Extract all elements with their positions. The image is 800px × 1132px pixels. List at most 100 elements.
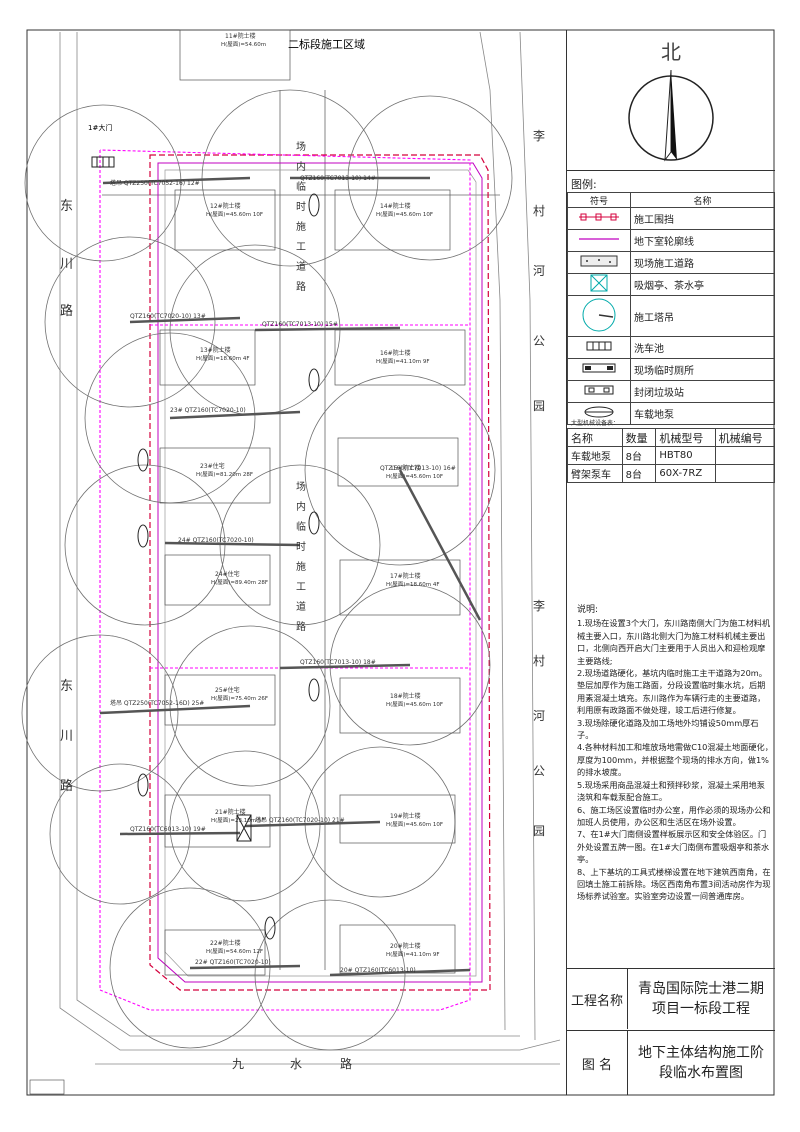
- building-name: 17#院士楼: [390, 572, 421, 580]
- machine-row: 车载地泵 8台 HBT80: [567, 446, 776, 465]
- legend-name: 施工围挡: [630, 207, 775, 230]
- machine-qty: 8台: [621, 464, 657, 483]
- road-west-label: 川: [60, 729, 73, 744]
- building-outline: [159, 447, 271, 504]
- machine-name: 车载地泵: [567, 446, 623, 465]
- building-height: H(屋面)=81.20m 28F: [196, 471, 253, 478]
- building-outline: [174, 189, 276, 251]
- road-east-label: 村: [533, 204, 545, 218]
- crane-label: 24# QTZ160(TC7020-10): [178, 537, 254, 544]
- notes-section: 说明: 1.现场在设置3个大门，东川路南侧大门为施工材料机械主要入口，东川路北侧…: [577, 604, 773, 903]
- basement-outline-inner: [164, 169, 477, 977]
- temp-toilet-icon: [582, 363, 616, 373]
- closed-garbage-icon: [584, 385, 614, 395]
- legend-row: 施工围挡: [567, 207, 775, 230]
- inner-road-label: 施: [296, 220, 306, 233]
- drawing-name-label: 图 名: [567, 1031, 628, 1095]
- crane-label: 塔吊 QTZ160(TC7020-10) 21#: [255, 816, 345, 824]
- legend-name: 地下室轮廓线: [630, 229, 775, 252]
- inner-road-label: 内: [296, 160, 306, 173]
- inner-road-label: 内: [296, 500, 306, 513]
- wash-pool: [91, 156, 115, 168]
- crane-radius-circle: [169, 625, 331, 787]
- building-name: 21#院士楼: [215, 808, 246, 816]
- note-item: 7、在1#大门南侧设置样板展示区和安全体验区。门外处设置五牌一图。在1#大门南侧…: [577, 829, 770, 865]
- road-east-label: 园: [533, 824, 545, 838]
- crane-label: 塔吊 QTZ250(TC7052-16) 12#: [110, 179, 200, 187]
- road-west-label: 东: [60, 679, 73, 694]
- legend-head-symbol: 符号: [567, 192, 631, 208]
- building-outline: [334, 329, 466, 386]
- legend-name: 现场施工道路: [630, 251, 775, 274]
- road-east-label: 公: [533, 334, 545, 348]
- machine-model: 60X-7RZ: [655, 464, 716, 483]
- road-west-label: 路: [60, 303, 73, 319]
- building-outline: [334, 189, 451, 251]
- machine-head: 名称: [567, 428, 623, 447]
- inner-road-label: 时: [296, 541, 306, 553]
- inner-road-label: 场: [296, 140, 306, 153]
- project-name-label: 工程名称: [567, 969, 628, 1029]
- machine-qty: 8台: [621, 446, 657, 465]
- crane-label: 塔吊 QTZ250(TC7052-16D) 25#: [110, 699, 204, 707]
- note-item: 4.各种材料加工和堆放场地需做C10混凝土地面硬化，厚度为100mm，并根据整个…: [577, 742, 773, 778]
- building-name: 14#院士楼: [380, 202, 411, 210]
- legend-name: 现场临时厕所: [630, 358, 775, 381]
- building-height: H(屋面)=18.60m 4F: [386, 581, 440, 588]
- note-item: 6、施工场区设置临时办公室，用作必须的现场办公和加班人员使用，办公区和生活区在场…: [577, 804, 771, 827]
- crane-label: QTZ160(TC7013-10) 14#: [300, 175, 376, 182]
- crane-radius-circle: [64, 464, 226, 626]
- building-name: 12#院士楼: [210, 202, 241, 210]
- road-outlines: [59, 31, 561, 1065]
- crane-radius-circle: [304, 374, 496, 566]
- crane-label: 20# QTZ160(TC6013-10): [340, 967, 416, 974]
- inner-road-label: 临: [296, 180, 306, 193]
- note-item: 3.现场除硬化道路及加工场地外均铺设50mm厚石子。: [577, 717, 759, 741]
- road-east-label: 公: [533, 764, 545, 778]
- crane-radius-circle: [24, 104, 182, 262]
- machine-model: HBT80: [655, 446, 716, 465]
- crane-label: QTZ160(TC6013-10) 19#: [130, 826, 206, 833]
- machine-head: 机械编号: [714, 428, 776, 447]
- building-height: H(屋面)=23.10m 5F: [211, 817, 265, 824]
- legend-row: 地下室轮廓线: [567, 229, 775, 252]
- inner-road-label: 道: [296, 600, 306, 613]
- road-east-label: 李: [533, 598, 545, 613]
- north-arrow-icon: [628, 69, 714, 162]
- machine-code: [714, 464, 776, 483]
- legend-row: 车载地泵: [567, 402, 775, 425]
- building-name: 19#院士楼: [390, 812, 421, 820]
- crane-label: QTZ160(TC7020-10) 13#: [130, 313, 206, 320]
- building-outline: [179, 29, 291, 81]
- machine-table: 名称 数量 机械型号 机械编号 车载地泵 8台 HBT80 臂架泵车 8台 60…: [567, 428, 776, 483]
- road-west-label: 川: [60, 257, 73, 272]
- building-height: H(屋面)=54.60m 12F: [206, 948, 263, 955]
- building-name: 16#院士楼: [380, 349, 411, 357]
- note-item: 8、上下基坑的工具式楼梯设置在地下建筑西南角，在回填土施工前拆除。场区西南角布置…: [577, 866, 771, 902]
- road-east-label: 河: [533, 709, 545, 723]
- crane-label: QTZ160(TC7013-10) 16#: [380, 465, 456, 472]
- legend-name: 洗车池: [630, 336, 775, 359]
- road-east-label: 村: [533, 654, 545, 668]
- building-name: 11#院士楼: [225, 32, 256, 40]
- building-height: H(屋面)=54.60m: [221, 41, 266, 48]
- legend-table: 符号 名称 施工围挡 地下室轮廓线 现场施工道路 吸烟亭、茶水亭 施工塔吊 洗车…: [567, 192, 775, 425]
- legend-name: 吸烟亭、茶水亭: [630, 273, 775, 296]
- gate-label: 1#大门: [88, 123, 112, 132]
- drawing-name-block: 图 名 地下主体结构施工阶段临水布置图: [567, 1030, 775, 1095]
- building-outline: [159, 329, 256, 386]
- machine-code: [714, 446, 776, 465]
- crane-label: QTZ160(TC7013-10) 18#: [300, 659, 376, 666]
- fence-line: [149, 154, 491, 991]
- building-name: 13#院士楼: [200, 346, 231, 354]
- north-arrow-panel: 北: [567, 30, 775, 171]
- building-height: H(屋面)=41.10m 9F: [386, 951, 440, 958]
- road-south-label: 路: [340, 1056, 352, 1071]
- building-outline: [164, 794, 271, 848]
- crane-radius-circle: [109, 887, 271, 1049]
- truck-pump-icon: [584, 406, 614, 418]
- machine-head: 机械型号: [655, 428, 716, 447]
- inner-road-label: 道: [296, 260, 306, 273]
- note-item: 5.现场采用商品混凝土和预拌砂浆，混凝土采用地泵浇筑和车载泵配合施工。: [577, 779, 765, 803]
